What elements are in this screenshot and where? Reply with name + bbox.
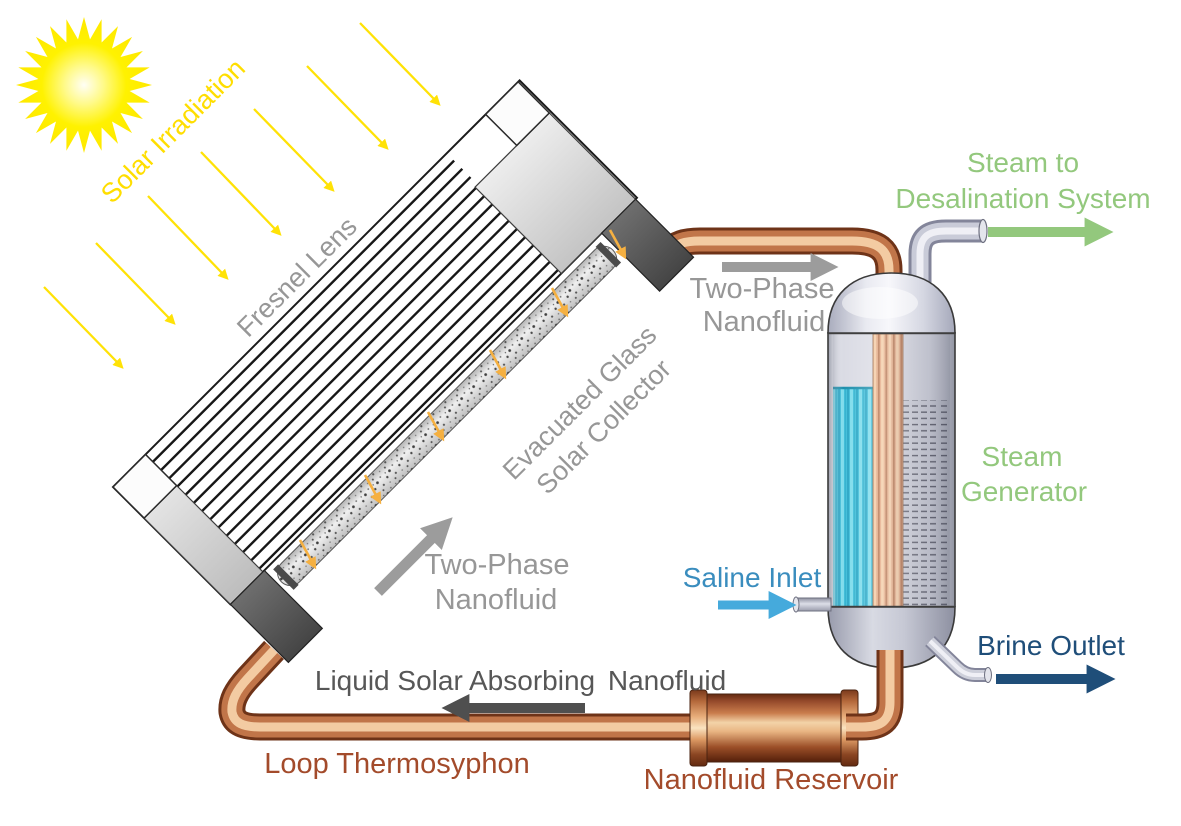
focus-arrow: [608, 229, 627, 260]
solar-ray: [43, 286, 124, 369]
solar-rays: [43, 22, 441, 369]
focused-light-arrows: [298, 229, 627, 570]
two-phase-side-line2: Nanofluid: [435, 584, 558, 616]
steam-to-line2: Desalination System: [895, 183, 1150, 214]
nanofluid-reservoir-label: Nanofluid Reservoir: [644, 764, 899, 796]
steam-to-desalination-label: Steam to Desalination System: [895, 147, 1150, 214]
evacuated-glass-tube: [273, 241, 622, 590]
solar-ray: [95, 242, 176, 325]
saline-pipe-end-cap: [792, 596, 800, 613]
steam-generator-line1: Steam: [982, 441, 1063, 472]
tube-end-ring: [273, 564, 299, 590]
collector-manifold-right: [600, 198, 695, 292]
two-phase-top-line1: Two-Phase: [689, 273, 834, 305]
steam-generator-label: Steam Generator: [961, 441, 1087, 507]
solar-ray: [200, 151, 282, 236]
solar-ray: [253, 108, 335, 192]
steam-pipe-end-cap: [978, 218, 988, 244]
solar-ray: [147, 195, 229, 280]
steam-generator-line2: Generator: [961, 476, 1087, 507]
saline-inlet-label: Saline Inlet: [683, 562, 822, 593]
focus-arrow: [550, 287, 569, 318]
two-phase-side-label: Two-Phase Nanofluid: [424, 549, 569, 616]
brine-pipe-end-cap: [984, 667, 992, 683]
focus-arrow: [426, 411, 445, 442]
sun-icon: [16, 17, 152, 153]
focus-arrow: [298, 539, 317, 570]
loop-thermosyphon-pipe-bottom: [218, 640, 700, 741]
two-phase-side-line1: Two-Phase: [424, 549, 569, 581]
collector-manifold-left: [229, 569, 324, 664]
fresnel-lens-stripes: [146, 155, 563, 572]
liquid-nanofluid-label-part2: Nanofluid: [608, 665, 726, 696]
collector-end-cap-left: [111, 453, 178, 520]
focus-arrow: [488, 349, 507, 380]
solar-ray: [359, 22, 441, 106]
liquid-nanofluid-label: Liquid Solar Absorbing Nanofluid: [315, 665, 726, 696]
collector-end-cap-right: [484, 80, 551, 147]
two-phase-flow-arrow-collector: [374, 517, 453, 596]
two-phase-top-line2: Nanofluid: [703, 306, 826, 338]
focus-arrow: [363, 474, 382, 505]
solar-collector-panel: [111, 78, 695, 664]
loop-thermosyphon-label: Loop Thermosyphon: [264, 748, 529, 780]
solar-ray: [306, 65, 389, 150]
saline-inlet-pipe: [792, 596, 832, 613]
vessel-bottom-copper-pipe: [846, 650, 904, 741]
brine-outlet-label: Brine Outlet: [977, 630, 1125, 661]
two-phase-top-label: Two-Phase Nanofluid: [689, 273, 834, 338]
steam-outlet-pipe: [908, 218, 988, 292]
steam-generator-vessel: [827, 272, 956, 669]
nanofluid-reservoir: [689, 689, 859, 767]
reservoir-left-ring: [689, 689, 708, 767]
brine-outlet-pipe: [925, 635, 992, 683]
liquid-nanofluid-label-part1: Liquid Solar Absorbing: [315, 665, 595, 696]
collector-end-section-right: [474, 112, 637, 275]
steam-to-line1: Steam to: [967, 147, 1079, 178]
tube-end-ring: [595, 241, 622, 268]
